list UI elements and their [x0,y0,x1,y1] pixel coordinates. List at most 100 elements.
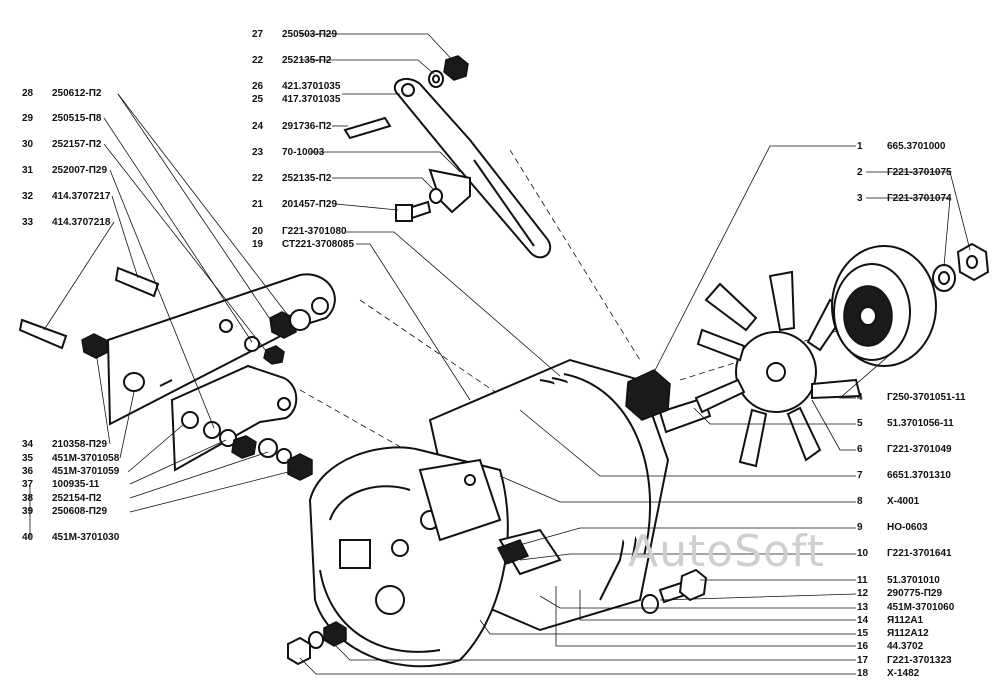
washer-29 [244,336,260,352]
callout-number: 26 [252,81,264,92]
leader-line [519,553,856,561]
callout-number: 25 [252,94,264,105]
leader-line [649,145,856,381]
leader-line [479,619,856,635]
assembly-axis-line [509,149,641,361]
stud-32 [114,266,160,298]
callout-number: 39 [22,506,34,517]
callout-number: 27 [252,29,264,40]
part-code: 44.3702 [887,641,924,652]
leader-line [129,439,227,485]
callout-number: 23 [252,147,264,158]
callout-number: 5 [857,418,863,429]
leader-line [499,475,856,503]
callout-number: 33 [22,217,34,228]
callout-number: 22 [252,173,264,184]
callout-number: 36 [22,466,34,477]
callout-number: 15 [857,628,869,639]
pulley-washer [932,264,956,292]
part-code: 252135-П2 [282,173,332,184]
nut-28 [269,309,311,339]
washer-22-top [428,70,444,88]
part-code: 252154-П2 [52,493,102,504]
voltage-regulator [339,539,371,569]
callout-number: 6 [857,444,863,455]
bolt-11 [658,568,708,604]
leader-line [109,169,215,429]
part-code: 70-10003 [282,147,325,158]
leader-line [103,117,253,343]
leader-line [329,639,856,661]
washer-12 [641,594,659,614]
part-code: 201457-П29 [282,199,338,210]
diode-bridge [418,458,502,542]
callout-number: 11 [857,575,868,586]
leader-line [310,151,461,173]
callout-number: 9 [857,522,863,533]
leader-line [579,590,856,621]
leader-line [129,469,297,513]
part-code: Я112А12 [887,628,929,639]
nut-27 [443,55,469,81]
callout-number: 12 [857,588,869,599]
part-code: 451М-3701060 [887,602,955,613]
part-code: 291736-П2 [282,121,332,132]
part-code: 252157-П2 [52,139,102,150]
leader-line [129,451,269,499]
callout-label: 23 70-10003 [252,147,324,159]
part-code: 290775-П29 [887,588,943,599]
callout-number: 37 [22,479,34,490]
part-code: 51.3701010 [887,575,940,586]
part-code: 252135-П2 [282,55,332,66]
terminal-nut-18 [287,636,311,666]
spacer-sleeve [625,369,671,421]
callout-number: 8 [857,496,863,507]
leader-line [43,221,115,331]
leader-line [659,593,857,601]
nut-38 [231,435,257,459]
capacitor [496,539,530,565]
part-code: 451М-3701059 [52,466,120,477]
callout-number: 35 [22,453,34,464]
leader-line [117,93,277,329]
part-code: Г221-3701075 [887,167,952,178]
leader-line [515,527,856,547]
part-code: 421.3701035 [282,81,341,92]
brush-holder [498,528,562,576]
callout-number: 20 [252,226,264,237]
callout-number: 21 [252,199,264,210]
rotor-shaft [658,396,712,434]
callout-label: 1 665.3701000 [857,141,945,153]
leader-line [346,231,561,377]
tension-bracket [393,77,551,259]
callout-number: 40 [22,532,34,543]
mounting-bracket-large [106,273,336,426]
callout-number: 3 [857,193,863,204]
callout-label: 11 51.3701010 [857,575,940,587]
leader-line [866,197,951,267]
leader-line [866,171,971,251]
nut-39 [287,453,313,481]
callout-number: 17 [857,655,869,666]
part-code: Г221-3701049 [887,444,952,455]
part-code: 665.3701000 [887,141,946,152]
leader-line [335,203,399,211]
leader-line [300,59,435,75]
leader-line [111,195,139,279]
callout-label: 26 421.3701035 [252,81,340,93]
callout-number: 1 [857,141,863,152]
